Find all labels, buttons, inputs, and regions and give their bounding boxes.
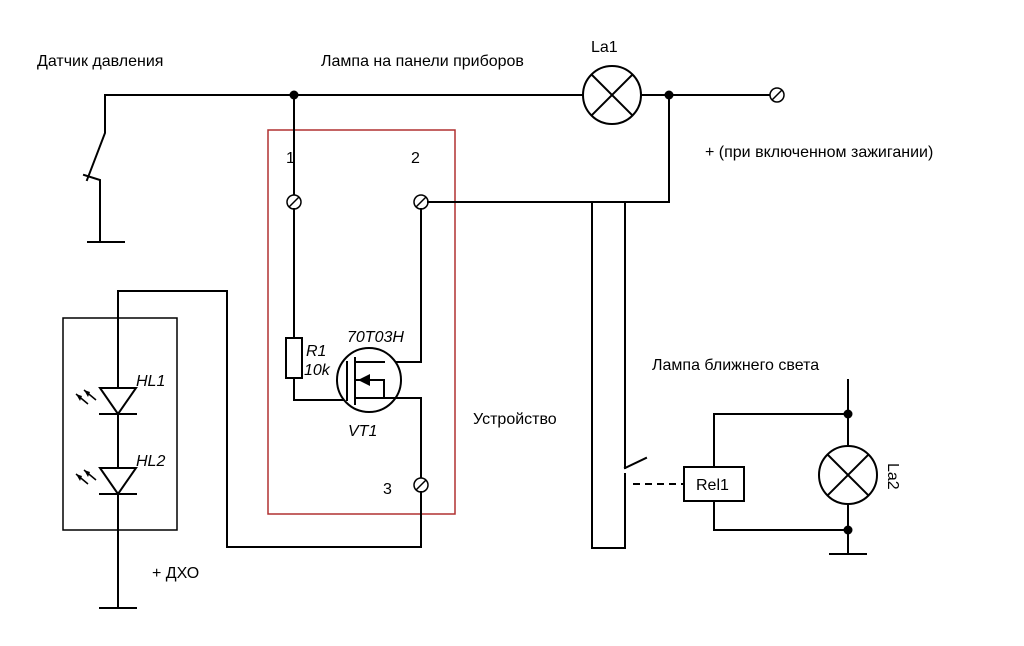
r1-value-label: 10k <box>304 362 331 379</box>
source-wire <box>383 397 422 479</box>
pin3-to-drl-wire <box>117 290 422 548</box>
relay-switch-contact <box>591 201 648 549</box>
lamp-la2 <box>818 445 878 505</box>
relay-bottom-wire <box>713 500 849 531</box>
pressure-sensor-label: Датчик давления <box>37 53 163 70</box>
ignition-to-relay-switch-wire <box>624 94 670 203</box>
pin2-to-relay-wire <box>427 201 626 469</box>
relay-top-wire <box>713 413 849 468</box>
rel1-label: Rel1 <box>696 477 729 494</box>
ignition-plus-label: + (при включенном зажигании) <box>705 144 933 161</box>
device-frame <box>267 129 456 515</box>
r1-to-gate-wire <box>293 377 344 401</box>
pin3-label: 3 <box>383 481 392 498</box>
vt1-label: VT1 <box>348 423 377 440</box>
resistor-r1 <box>285 337 303 379</box>
low-beam-lamp-label: Лампа ближнего света <box>652 357 819 374</box>
terminal-slash <box>288 196 300 208</box>
panel-lamp-label: Лампа на панели приборов <box>321 53 524 70</box>
la1-label: La1 <box>591 39 618 56</box>
terminal-slash <box>415 196 427 208</box>
relay-rel1 <box>683 466 745 502</box>
r1-label: R1 <box>306 343 326 360</box>
lamp-la1 <box>582 65 642 125</box>
hl1-label: HL1 <box>136 373 165 390</box>
pin1-label: 1 <box>286 150 295 167</box>
drl-plus-label: + ДХО <box>152 565 199 582</box>
la2-label: La2 <box>884 463 901 490</box>
terminal-slash <box>415 479 427 491</box>
transistor-model-label: 70T03H <box>347 329 404 346</box>
pressure-sensor-switch <box>82 94 125 243</box>
led-hl2 <box>75 467 138 496</box>
led-hl1 <box>75 387 138 416</box>
pin2-label: 2 <box>411 150 420 167</box>
transistor-vt1 <box>336 347 402 413</box>
device-label: Устройство <box>473 411 557 428</box>
hl2-label: HL2 <box>136 453 165 470</box>
led-block-frame <box>62 317 178 531</box>
terminal-slash <box>771 89 783 101</box>
